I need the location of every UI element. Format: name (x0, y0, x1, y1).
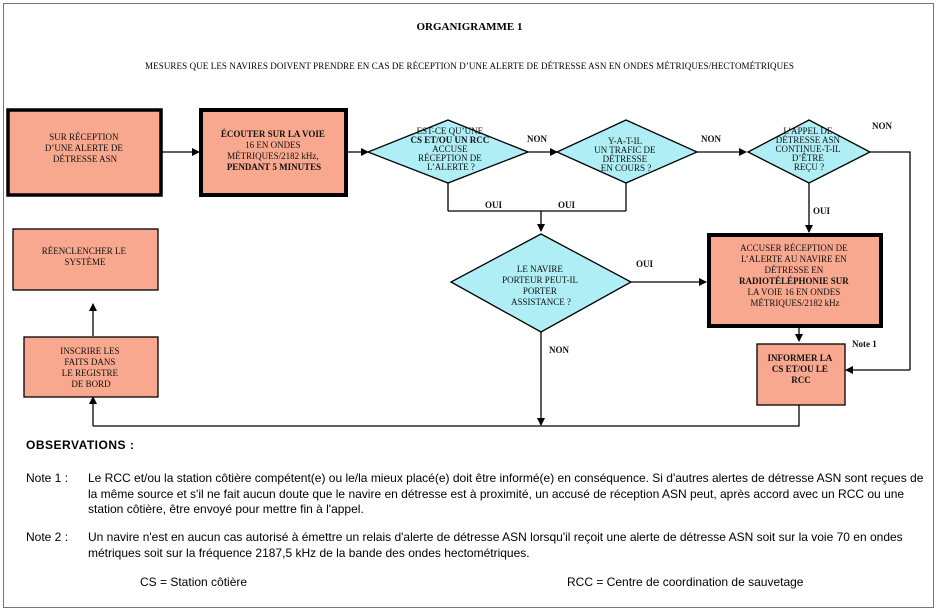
label-oui-cs: OUI (485, 200, 503, 210)
label-non-appel: NON (872, 121, 893, 131)
note1-label: Note 1 : (26, 471, 69, 485)
text-ecouter: ÉCOUTER SUR LA VOIE 16 EN ONDES MÉTRIQUE… (221, 129, 327, 172)
note2-label: Note 2 : (26, 530, 69, 544)
text-diamond-navire: LE NAVIRE PORTEUR PEUT-IL PORTER ASSISTA… (502, 264, 580, 307)
box-reenclencher (12, 228, 159, 291)
diamond-navire (449, 233, 633, 333)
box-accuser (707, 233, 883, 328)
flowchart: SUR RÉCEPTION D’UNE ALERTE DE DÉTRESSE A… (6, 108, 911, 427)
label-non-cs: NON (527, 134, 548, 144)
box-ecouter (199, 108, 348, 197)
text-inscrire: INSCRIRE LES FAITS DANS LE REGISTRE DE B… (60, 346, 122, 389)
text-accuser: ACCUSER RÉCEPTION DE L’ALERTE AU NAVIRE … (739, 243, 851, 308)
line-appel-non (870, 151, 911, 370)
connectors (89, 148, 911, 427)
note2-text: Un navire n'est en aucun cas autorisé à … (88, 530, 903, 560)
text-informer: INFORMER LA CS ET/OU LE RCC (768, 353, 835, 385)
diamond-trafic (555, 119, 699, 184)
label-oui-trafic: OUI (558, 200, 576, 210)
box-reception (6, 108, 163, 197)
label-non-navire: NON (549, 345, 570, 355)
label-non-trafic: NON (701, 134, 722, 144)
text-diamond-trafic: Y-A-T-IL UN TRAFIC DE DÉTRESSE EN COURS … (594, 136, 658, 173)
line-informer-to-bottom (93, 405, 800, 427)
text-diamond-cs: EST-CE QU’UNE CS ET/OU UN RCC ACCUSE RÉC… (410, 126, 491, 172)
diamond-cs (366, 119, 530, 184)
text-reenclencher: RÉENCLENCHER LE SYSTÈME (42, 246, 129, 267)
note1-text: Le RCC et/ou la station côtière compéten… (88, 471, 924, 516)
text-reception: SUR RÉCEPTION D’UNE ALERTE DE DÉTRESSE A… (45, 132, 125, 164)
label-note1: Note 1 (852, 339, 877, 349)
label-oui-navire: OUI (636, 259, 654, 269)
observations-title: OBSERVATIONS : (26, 438, 135, 452)
label-oui-appel: OUI (813, 206, 831, 216)
diamond-appel (746, 119, 872, 184)
page-frame (3, 3, 934, 608)
chart-subtitle: MESURES QUE LES NAVIRES DOIVENT PRENDRE … (145, 61, 794, 71)
text-diamond-appel: L’APPEL DE DÉTRESSE ASN CONTINUE-T-IL D’… (775, 126, 842, 172)
definition-rcc: RCC = Centre de coordination de sauvetag… (567, 575, 804, 589)
box-informer (756, 343, 846, 406)
box-inscrire (23, 336, 159, 398)
chart-title: ORGANIGRAMME 1 (416, 21, 523, 33)
definition-cs: CS = Station côtière (140, 575, 248, 589)
